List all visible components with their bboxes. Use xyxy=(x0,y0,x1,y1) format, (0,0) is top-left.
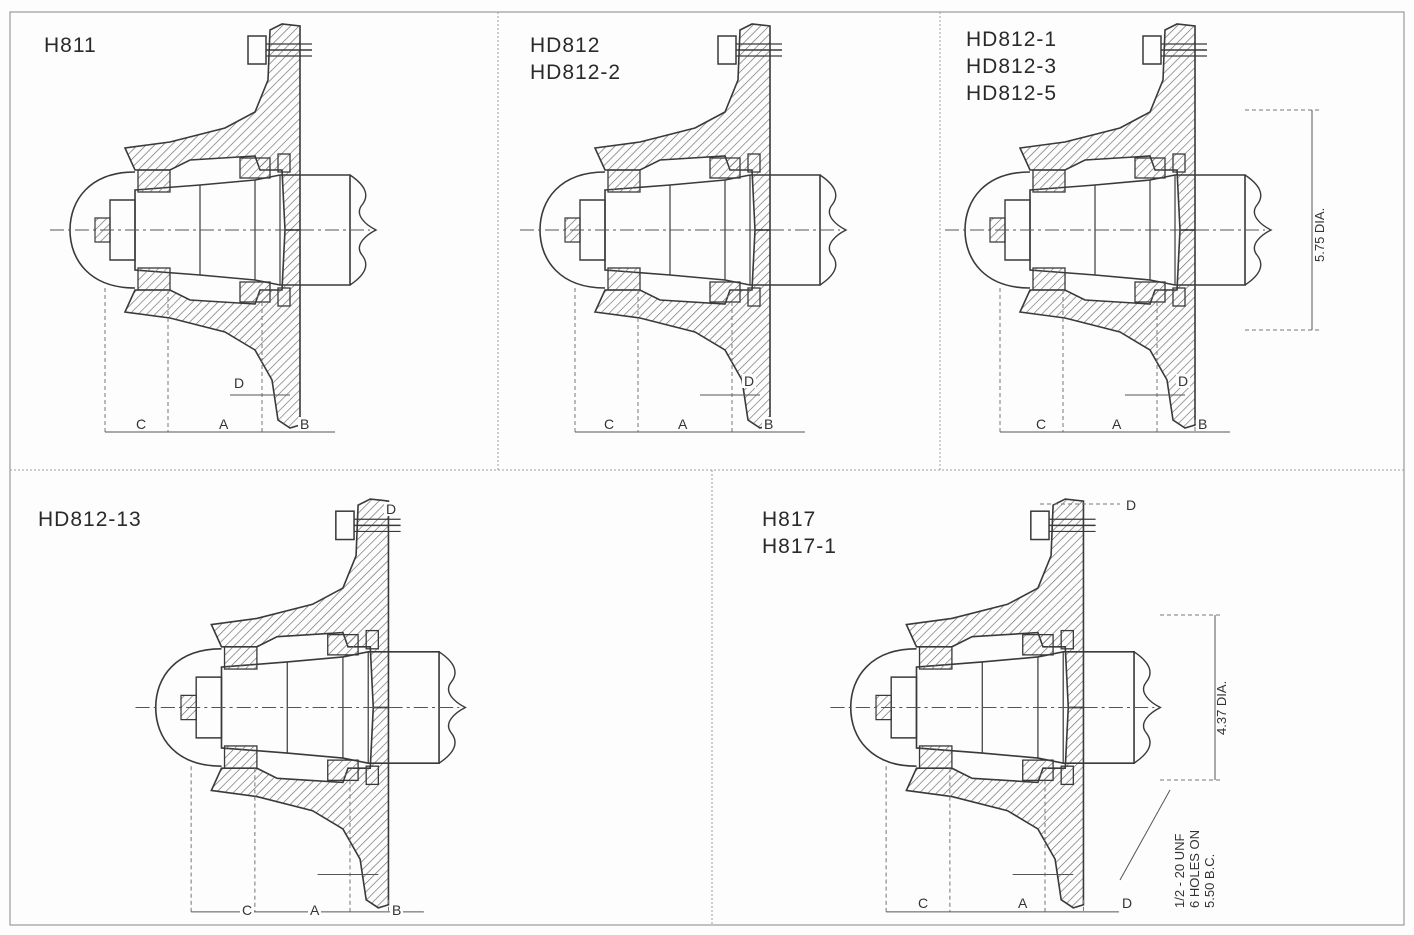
model-label: HD812 xyxy=(530,34,601,57)
model-label: H811 xyxy=(44,34,97,57)
dim-c: C xyxy=(916,895,931,911)
dim-a: A xyxy=(1110,416,1124,432)
dim-diameter: 5.75 DIA. xyxy=(1312,207,1327,262)
model-label: HD812-5 xyxy=(966,82,1058,105)
dim-b: B xyxy=(762,416,776,432)
bolt-note-line: 1/2 - 20 UNF xyxy=(1172,833,1187,908)
dim-d: D xyxy=(1120,895,1135,911)
panel-3-models: HD812-1 HD812-3 HD812-5 xyxy=(966,26,1057,107)
model-label: HD812-3 xyxy=(966,55,1058,78)
dim-c: C xyxy=(602,416,617,432)
bolt-note-line: 5.50 B.C. xyxy=(1202,853,1217,908)
dim-a: A xyxy=(308,902,322,918)
model-label: H817-1 xyxy=(762,535,837,558)
panel-1-models: H811 xyxy=(44,32,97,59)
panel-4-models: HD812-13 xyxy=(38,506,142,533)
bolt-note-line: 6 HOLES ON xyxy=(1187,829,1202,908)
dim-d-top: D xyxy=(1124,497,1139,513)
dim-d: D xyxy=(384,501,399,517)
model-label: HD812-1 xyxy=(966,28,1058,51)
hub-drawing-h817 xyxy=(829,498,1162,913)
dim-d: D xyxy=(232,375,247,391)
dim-d: D xyxy=(742,373,757,389)
panel-2-models: HD812 HD812-2 xyxy=(530,32,621,86)
bolt-note: 1/2 - 20 UNF 6 HOLES ON 5.50 B.C. xyxy=(1172,830,1217,908)
dim-c: C xyxy=(134,416,149,432)
sheet-border xyxy=(9,11,1405,926)
model-label: H817 xyxy=(762,508,817,531)
dim-d: D xyxy=(1176,373,1191,389)
hub-drawing-hd812-13 xyxy=(134,498,467,913)
dim-c: C xyxy=(1034,416,1049,432)
model-label: HD812-2 xyxy=(530,61,622,84)
dim-a: A xyxy=(1016,895,1030,911)
dim-b: B xyxy=(390,902,404,918)
dim-diameter: 4.37 DIA. xyxy=(1214,680,1229,735)
hub-drawing-h811 xyxy=(49,23,377,433)
dim-b: B xyxy=(1196,416,1210,432)
dim-a: A xyxy=(676,416,690,432)
panel-5-models: H817 H817-1 xyxy=(762,506,837,560)
model-label: HD812-13 xyxy=(38,508,142,531)
dim-b: B xyxy=(298,416,312,432)
dim-c: C xyxy=(240,902,255,918)
dim-a: A xyxy=(217,416,231,432)
